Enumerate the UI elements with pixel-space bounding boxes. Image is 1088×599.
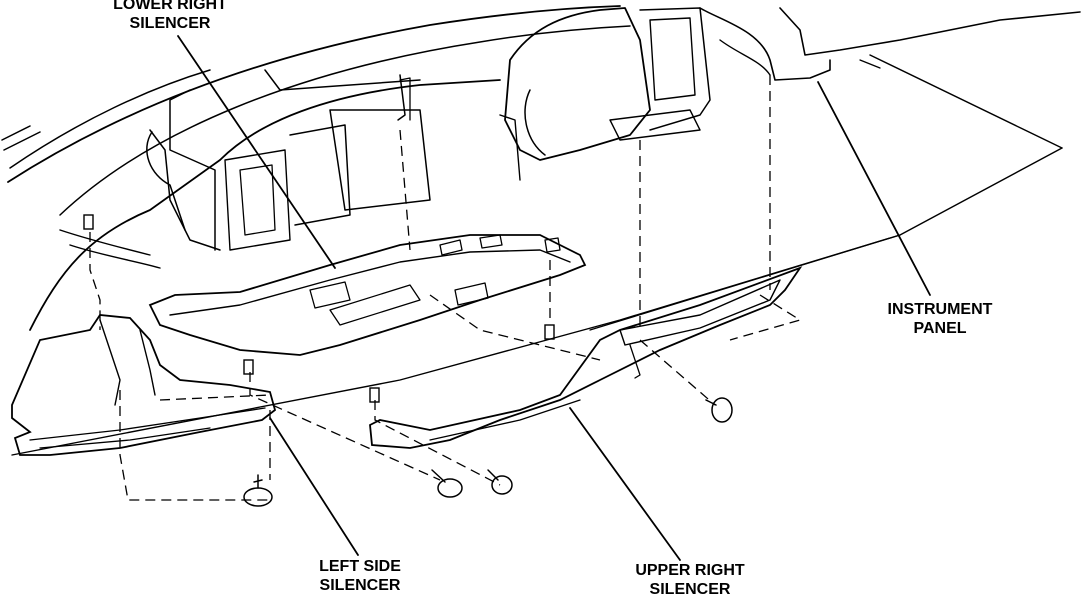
- reference-lines: [11, 54, 1063, 456]
- pin-fastener: [705, 397, 733, 423]
- leader-lower-right-silencer: [177, 35, 336, 269]
- lower-right-silencer-part: [148, 234, 587, 356]
- instrument-panel-line2: PANEL: [913, 320, 967, 337]
- windshield-edge: [1, 5, 631, 216]
- upper-right-silencer-part: [369, 266, 803, 449]
- lower-right-silencer-label: LOWER RIGHT SILENCER: [100, 0, 240, 33]
- leader-lines: [177, 35, 931, 561]
- left-side-silencer-line1: LEFT SIDE: [319, 558, 401, 575]
- upper-right-silencer-line1: UPPER RIGHT: [635, 562, 745, 579]
- instrument-panel-label: INSTRUMENT PANEL: [870, 300, 1010, 338]
- pin-fastener: [243, 474, 273, 507]
- instrument-panel: [29, 69, 501, 331]
- left-side-silencer-line2: SILENCER: [319, 577, 401, 594]
- screw-fastener: [83, 214, 94, 230]
- left-side-silencer-label: LEFT SIDE SILENCER: [300, 557, 420, 595]
- fasteners: [83, 214, 733, 507]
- screw-fastener: [544, 324, 555, 340]
- instrument-panel-line1: INSTRUMENT: [887, 301, 993, 318]
- steering-column: [499, 7, 1081, 181]
- leader-instrument-panel: [817, 81, 931, 296]
- screw-fastener: [369, 387, 380, 403]
- upper-right-silencer-line2: SILENCER: [649, 581, 731, 598]
- leader-left-side-silencer: [269, 417, 359, 556]
- upper-right-silencer-label: UPPER RIGHT SILENCER: [620, 561, 760, 599]
- screw-fastener: [243, 359, 254, 375]
- pin-fastener: [487, 469, 513, 495]
- lower-right-silencer-line1: LOWER RIGHT: [113, 0, 227, 13]
- pin-fastener: [431, 469, 463, 498]
- leader-upper-right-silencer: [569, 407, 681, 561]
- alignment-lines: [89, 75, 802, 501]
- lower-right-silencer-line2: SILENCER: [129, 15, 211, 32]
